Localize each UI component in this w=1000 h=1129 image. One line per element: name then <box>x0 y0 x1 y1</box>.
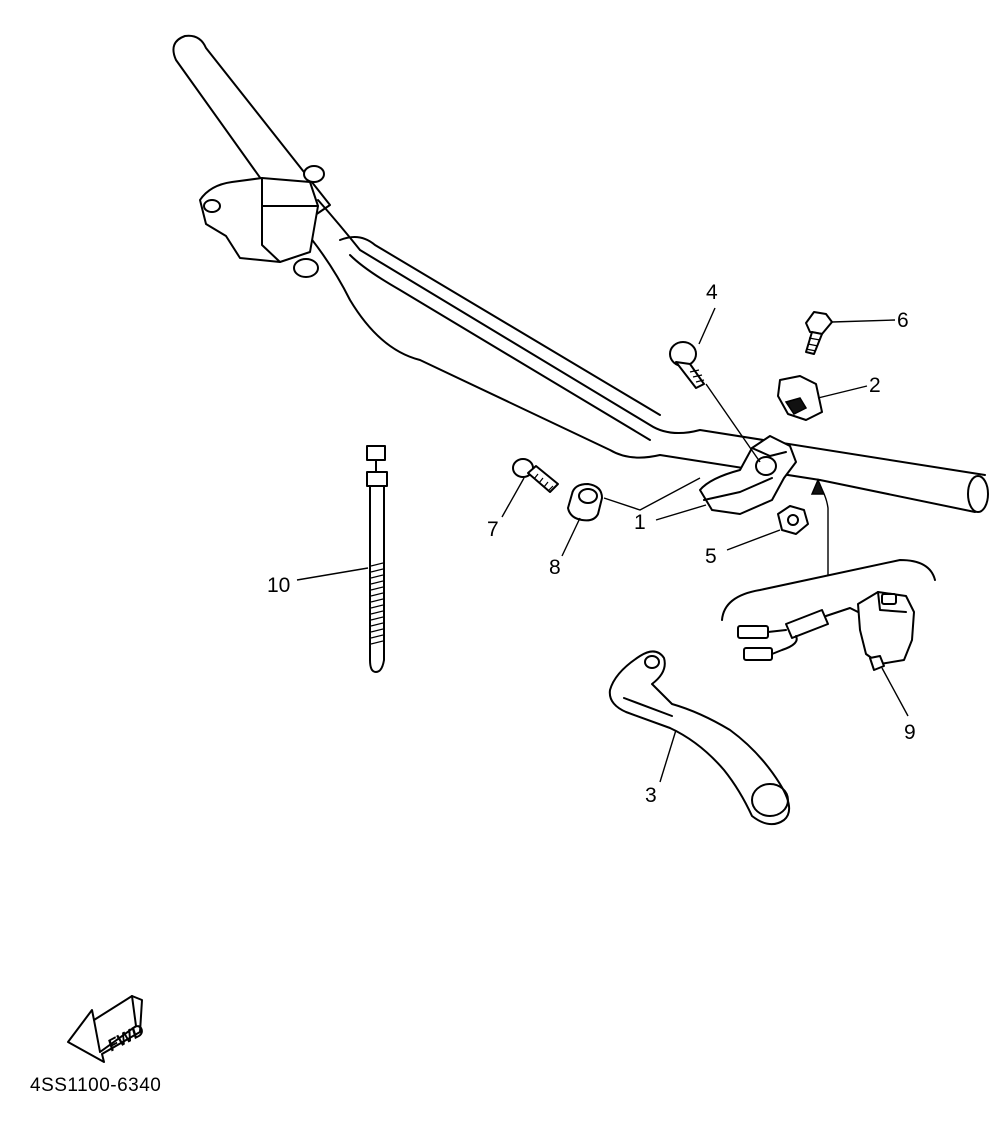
cable-tie-part-10 <box>366 445 388 673</box>
bracket-part-1 <box>699 435 797 515</box>
leader-lines <box>296 307 909 783</box>
callout-3: 3 <box>645 784 657 807</box>
fwd-arrow-icon <box>67 995 143 1063</box>
callout-9: 9 <box>904 721 916 744</box>
callout-10: 10 <box>267 574 291 597</box>
nut-part-5 <box>777 505 809 535</box>
diagram-code: 4SS1100-6340 <box>30 1075 162 1096</box>
callout-1: 1 <box>634 511 646 534</box>
bolt-part-4 <box>669 341 705 389</box>
switch-inset <box>721 478 936 671</box>
bolt-part-6 <box>805 311 833 355</box>
callout-2: 2 <box>869 374 881 397</box>
holder-part-2 <box>777 375 823 421</box>
handlebar-clamp <box>199 165 325 278</box>
collar-part-8 <box>567 483 603 522</box>
callout-4: 4 <box>706 281 718 304</box>
callout-6: 6 <box>897 309 909 332</box>
callout-8: 8 <box>549 556 561 579</box>
screw-part-7 <box>512 458 559 493</box>
callout-7: 7 <box>487 518 499 541</box>
lever-part-3 <box>608 650 791 826</box>
callout-5: 5 <box>705 545 717 568</box>
